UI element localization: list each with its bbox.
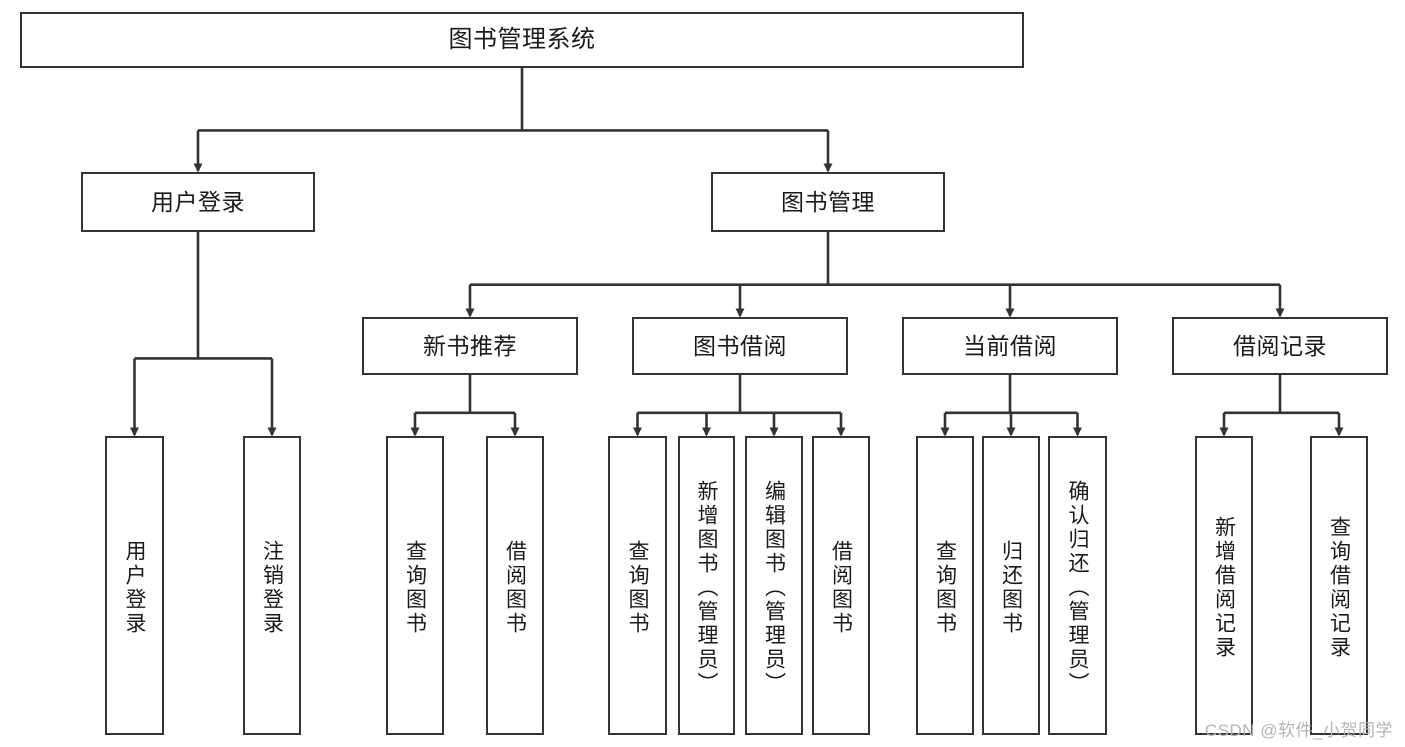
node-label: 用户登录 [151,188,245,215]
node-label: 新增图书（管理员） [695,479,718,696]
node-leaf-rec-query-book[interactable]: 查询图书 [386,436,444,735]
node-leaf-bb-edit-book[interactable]: 编辑图书（管理员） [745,436,803,735]
node-label: 新增借阅记录 [1212,515,1236,660]
node-label: 借阅图书 [829,539,853,636]
node-leaf-br-query-record[interactable]: 查询借阅记录 [1310,436,1368,735]
node-leaf-logout[interactable]: 注销登录 [243,436,301,735]
node-label: 查询图书 [933,539,957,636]
node-leaf-rec-borrow-book[interactable]: 借阅图书 [486,436,544,735]
csdn-watermark: CSDN @软件_小贺同学 [1204,721,1393,740]
node-label: 查询图书 [626,539,649,636]
node-user-login[interactable]: 用户登录 [81,172,315,232]
node-book-borrowing[interactable]: 图书借阅 [632,317,848,375]
node-leaf-bb-query-book[interactable]: 查询图书 [608,436,667,735]
node-label: 查询借阅记录 [1327,515,1351,660]
node-leaf-user-login[interactable]: 用户登录 [105,436,164,735]
node-label: 用户登录 [123,539,146,636]
node-leaf-cb-confirm-return[interactable]: 确认归还（管理员） [1048,436,1107,735]
node-book-management[interactable]: 图书管理 [711,172,945,232]
node-label: 图书借阅 [693,332,787,359]
node-label: 借阅图书 [503,539,527,636]
node-label: 归还图书 [999,539,1023,636]
node-borrowing-records[interactable]: 借阅记录 [1172,317,1388,375]
node-label: 确认归还（管理员） [1066,479,1089,696]
node-label: 注销登录 [260,539,284,636]
node-current-borrowing[interactable]: 当前借阅 [902,317,1118,375]
node-label: 查询图书 [403,539,427,636]
node-label: 图书管理 [781,188,875,215]
node-label: 新书推荐 [423,332,517,359]
node-label: 图书管理系统 [448,26,596,54]
node-leaf-cb-return-book[interactable]: 归还图书 [982,436,1040,735]
node-leaf-bb-borrow-book[interactable]: 借阅图书 [812,436,870,735]
node-leaf-cb-query-book[interactable]: 查询图书 [916,436,974,735]
node-root-system[interactable]: 图书管理系统 [20,12,1024,68]
node-label: 编辑图书（管理员） [762,479,786,696]
node-label: 借阅记录 [1233,332,1327,359]
node-leaf-bb-add-book[interactable]: 新增图书（管理员） [678,436,735,735]
node-label: 当前借阅 [963,332,1057,359]
node-leaf-br-add-record[interactable]: 新增借阅记录 [1195,436,1253,735]
node-new-book-recommendation[interactable]: 新书推荐 [362,317,578,375]
